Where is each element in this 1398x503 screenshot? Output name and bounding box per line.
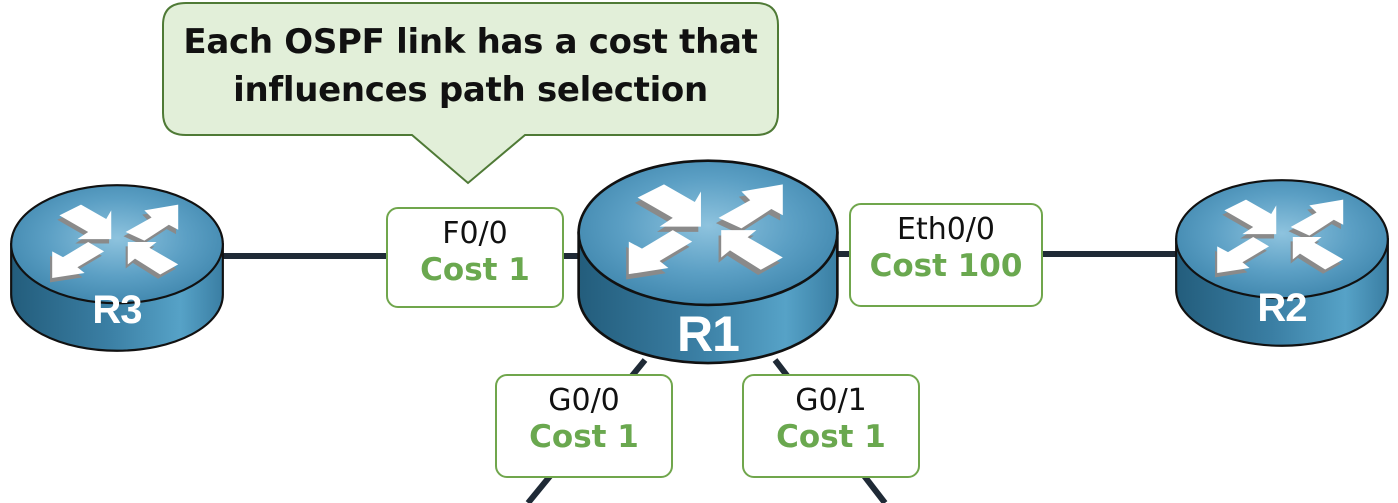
callout-text: Each OSPF link has a cost that influence… <box>163 18 778 114</box>
interface-box-g0-1: G0/1 Cost 1 <box>742 374 920 478</box>
interface-name: F0/0 <box>442 216 508 251</box>
interface-name: G0/0 <box>548 383 620 418</box>
router-r2[interactable] <box>1175 179 1389 347</box>
router-r3[interactable] <box>10 184 224 352</box>
router-label-r3: R3 <box>92 288 142 332</box>
interface-cost: Cost 1 <box>420 252 530 288</box>
interface-box-f0-0: F0/0 Cost 1 <box>386 207 564 308</box>
interface-name: Eth0/0 <box>896 212 995 247</box>
callout-line-2: influences path selection <box>233 70 708 110</box>
router-label-r1: R1 <box>677 306 740 362</box>
interface-cost: Cost 1 <box>529 419 639 455</box>
interface-name: G0/1 <box>795 383 867 418</box>
interface-cost: Cost 100 <box>869 248 1023 284</box>
router-r1[interactable] <box>577 159 839 365</box>
callout-line-1: Each OSPF link has a cost that <box>183 22 758 62</box>
interface-cost: Cost 1 <box>776 419 886 455</box>
callout-bubble <box>162 2 779 185</box>
interface-box-eth0-0: Eth0/0 Cost 100 <box>849 203 1043 307</box>
router-label-r2: R2 <box>1257 286 1307 330</box>
interface-box-g0-0: G0/0 Cost 1 <box>495 374 673 478</box>
